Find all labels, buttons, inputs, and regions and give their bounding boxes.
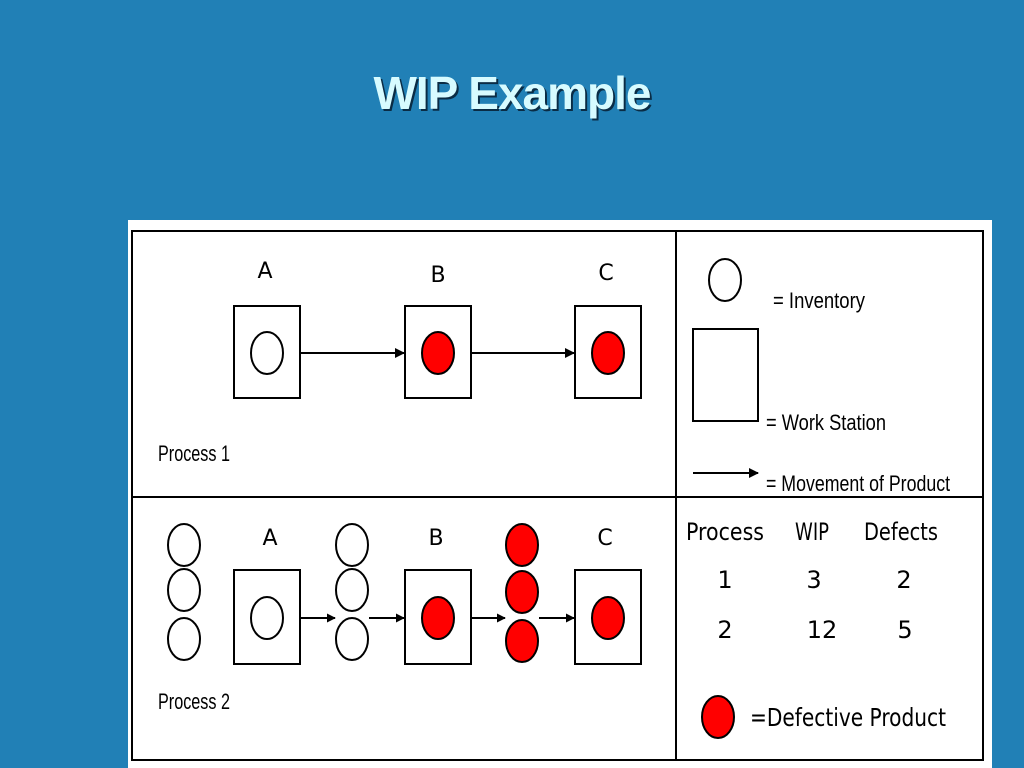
process-1-label: Process 1 (158, 441, 230, 466)
p2-queue-a-item-3 (167, 617, 201, 661)
wip-table: Process WIP Defects 1 3 2 2 12 5 (686, 518, 938, 644)
defect-legend: =Defective Product (701, 695, 946, 739)
table-row-2-defects: 5 (897, 616, 912, 644)
process-2-label: Process 2 (158, 689, 230, 714)
process-1-diagram: A B C Process 1 (158, 259, 642, 466)
p2-defect-c (591, 596, 625, 640)
table-header-process: Process (686, 518, 764, 546)
p2-inventory-a (250, 596, 284, 640)
process-2-diagram: A B C Process 2 (158, 523, 642, 714)
legend: = Inventory = Work Station = Movement of… (692, 258, 950, 496)
p2-queue-a-item-2 (167, 568, 201, 612)
p1-defect-c (591, 331, 625, 375)
table-row-2-process: 2 (717, 616, 732, 644)
table-header-wip: WIP (795, 518, 829, 546)
legend-inventory-label: = Inventory (773, 288, 865, 313)
table-row-1-process: 1 (717, 566, 732, 594)
p2-queue-b-item-3 (335, 617, 369, 661)
p2-station-c-label: C (597, 526, 612, 551)
table-row-2-wip: 12 (807, 616, 838, 644)
p2-queue-c-defect-1 (505, 523, 539, 567)
p2-queue-b-item-2 (335, 568, 369, 612)
p2-queue-c-defect-3 (505, 619, 539, 663)
wip-diagram: A B C Process 1 = Inventory = Work Stati… (128, 220, 992, 768)
legend-inventory-icon (708, 258, 742, 302)
p2-queue-a-item-1 (167, 523, 201, 567)
diagram-frame (131, 230, 984, 761)
p2-queue-b-item-1 (335, 523, 369, 567)
p1-station-c-label: C (598, 261, 613, 286)
legend-workstation-label: = Work Station (766, 410, 886, 435)
legend-workstation-icon (692, 328, 759, 422)
p1-inventory-a (250, 331, 284, 375)
table-row-1-defects: 2 (896, 566, 911, 594)
p1-station-a-label: A (257, 259, 272, 284)
p2-station-a-label: A (262, 526, 277, 551)
p1-defect-b (421, 331, 455, 375)
p2-station-b-label: B (428, 526, 443, 551)
wip-diagram-svg: A B C Process 1 = Inventory = Work Stati… (131, 230, 984, 761)
p1-station-b-label: B (430, 263, 445, 288)
table-header-defects: Defects (864, 518, 938, 546)
legend-movement-label: = Movement of Product (766, 471, 950, 496)
p2-queue-c-defect-2 (505, 570, 539, 614)
table-row-1-wip: 3 (806, 566, 821, 594)
p2-defect-b (421, 596, 455, 640)
defective-product-label: =Defective Product (750, 703, 946, 732)
defective-product-icon (701, 695, 735, 739)
slide-title: WIP Example (373, 67, 651, 119)
